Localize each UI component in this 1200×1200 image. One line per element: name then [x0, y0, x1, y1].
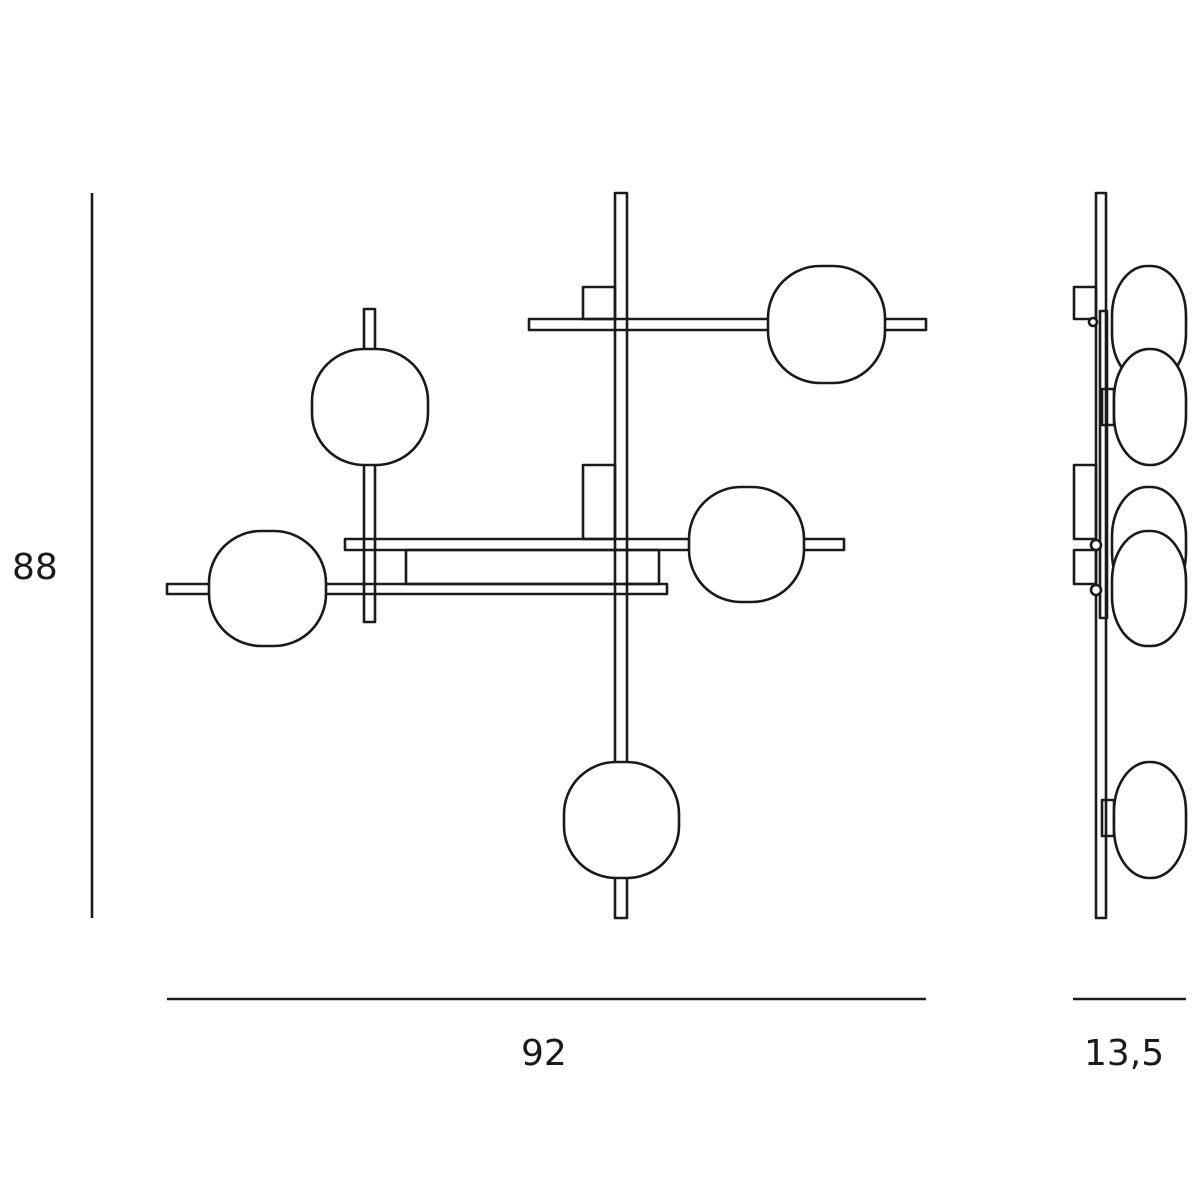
- globe-middle-right: [687, 485, 806, 604]
- side-bracket-5: [1100, 798, 1116, 838]
- globe-lower-left: [207, 529, 328, 648]
- width-dimension-label: 92: [521, 1033, 567, 1074]
- side-globe-5: [1112, 760, 1188, 880]
- top-arm-bracket: [581, 285, 617, 321]
- side-joint-1: [1087, 316, 1099, 328]
- side-bracket-3: [1072, 463, 1098, 541]
- top-horizontal-arm: [527, 317, 928, 332]
- side-globe-4: [1110, 529, 1188, 648]
- arm-spacer-block: [404, 548, 661, 586]
- globe-bottom: [562, 760, 681, 880]
- front-view: [165, 191, 928, 920]
- globe-top-right: [766, 264, 887, 385]
- side-bracket-1: [1072, 285, 1098, 321]
- height-dimension-label: 88: [12, 547, 58, 588]
- side-bracket-4: [1072, 548, 1098, 586]
- side-secondary-stem: [1098, 309, 1109, 620]
- main-vertical-stem: [613, 191, 629, 920]
- depth-dimension-label: 13,5: [1084, 1033, 1165, 1074]
- globe-upper-left: [310, 347, 430, 467]
- lower-horizontal-arm: [165, 582, 669, 596]
- middle-arm-bracket: [581, 463, 617, 541]
- side-view: [1072, 191, 1188, 920]
- side-joint-2: [1089, 538, 1103, 552]
- side-joint-3: [1089, 583, 1103, 597]
- side-globe-2: [1112, 347, 1188, 467]
